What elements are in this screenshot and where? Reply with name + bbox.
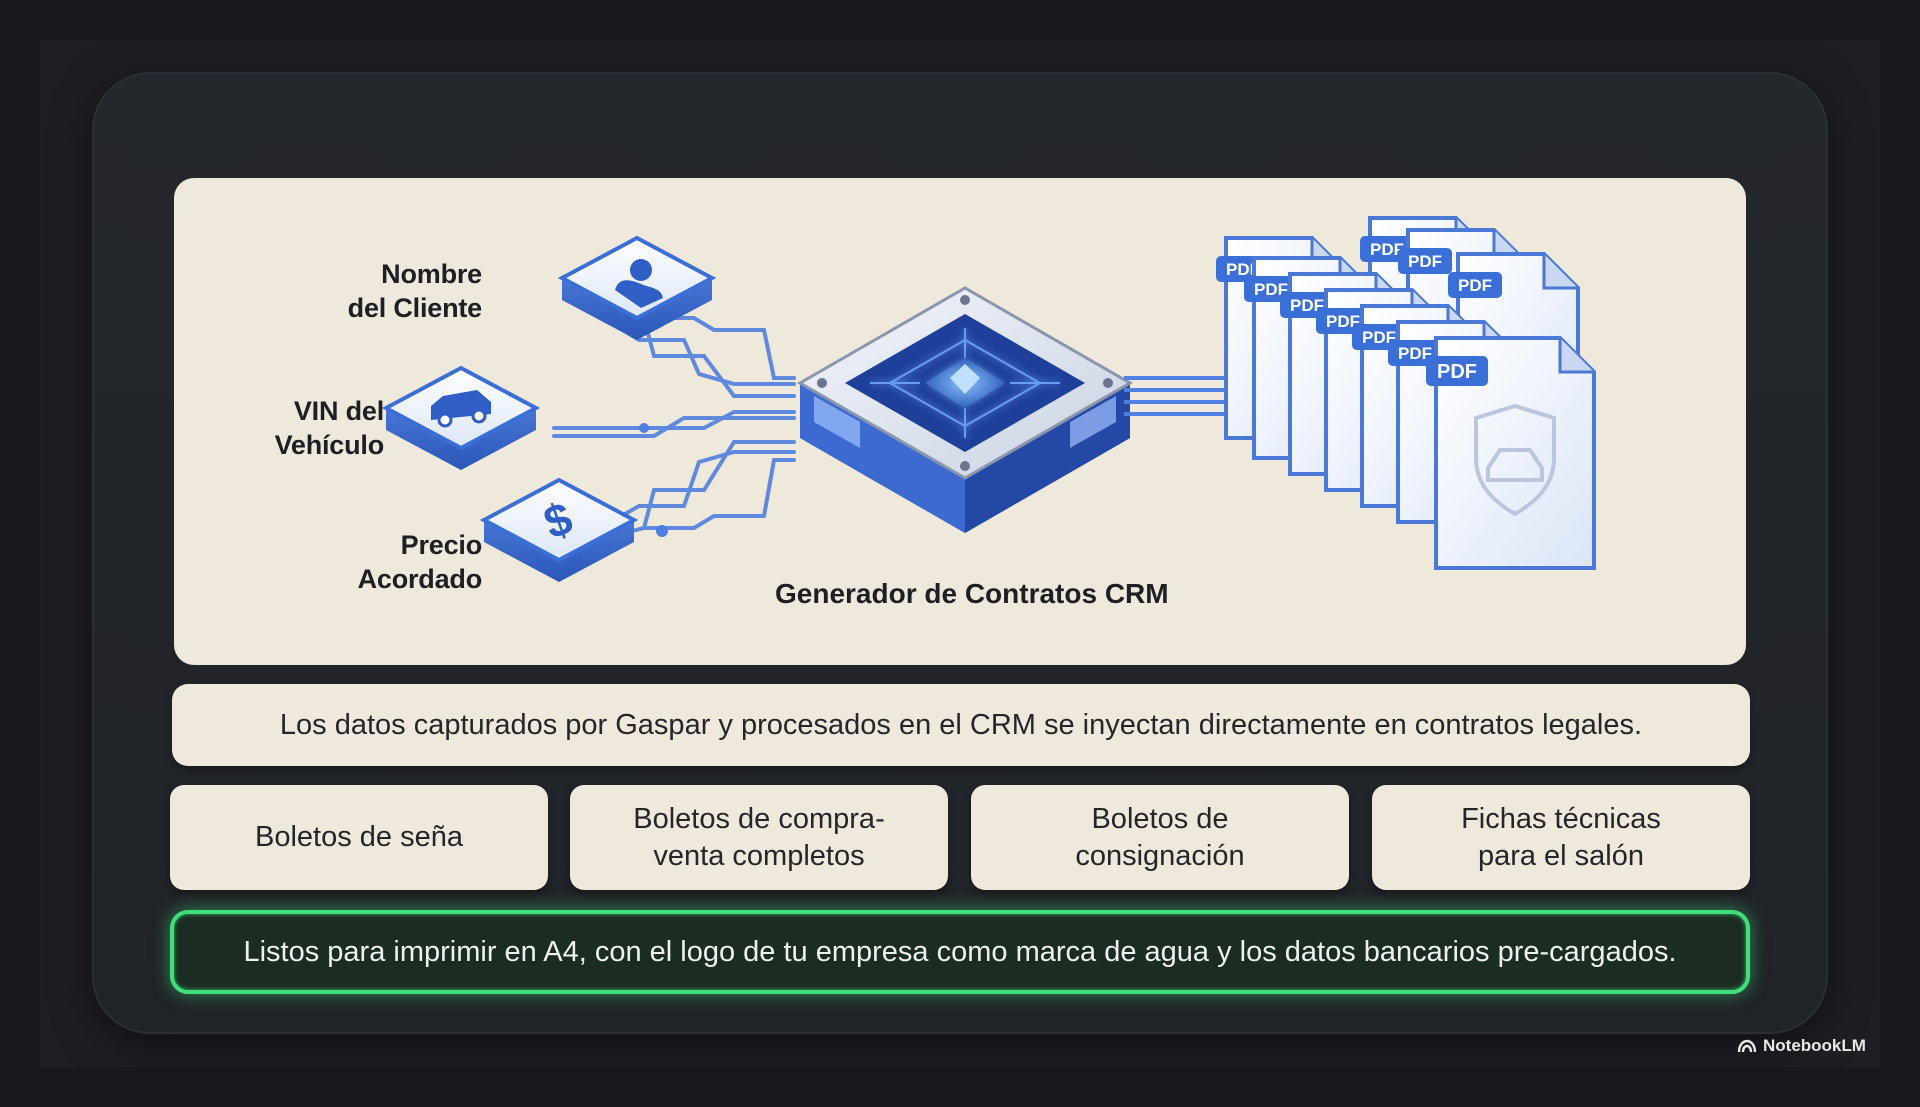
pdf-badge-label: PDF	[1370, 240, 1404, 259]
pdf-badge-label: PDF	[1254, 280, 1288, 299]
pdf-document-icon: PDF	[1426, 336, 1596, 570]
summary-bar: Los datos capturados por Gaspar y proces…	[172, 684, 1750, 766]
output-connectors	[1124, 376, 1224, 416]
dollar-tile	[479, 477, 639, 582]
pdf-badge-label: PDF	[1326, 312, 1360, 331]
pdf-badge-label: PDF	[1458, 276, 1492, 295]
user-icon	[615, 259, 663, 308]
highlight-banner: Listos para imprimir en A4, con el logo …	[170, 910, 1750, 994]
crm-generator-label: Generador de Contratos CRM	[775, 578, 1169, 609]
car-icon	[431, 390, 491, 428]
pdf-badge-label: PDF	[1408, 252, 1442, 271]
pdf-badge-label: PDF	[1437, 361, 1477, 383]
notebooklm-logo-icon	[1737, 1039, 1757, 1053]
doc-type-compraventa: Boletos de compra-venta completos	[570, 785, 948, 890]
doc-type-sena: Boletos de seña	[170, 785, 548, 890]
notebooklm-watermark: NotebookLM	[1737, 1036, 1866, 1056]
pdf-badge-label: PDF	[1398, 344, 1432, 363]
connector-endpoints	[639, 308, 668, 537]
pdf-badge-label: PDF	[1362, 328, 1396, 347]
watermark-label: NotebookLM	[1763, 1036, 1866, 1055]
crm-chip	[796, 286, 1134, 533]
pdf-badge-label: PDF	[1290, 296, 1324, 315]
shield-car-watermark-icon	[1474, 403, 1556, 517]
pdf-badge-label: PDF	[1226, 260, 1260, 279]
car-tile	[381, 365, 541, 470]
